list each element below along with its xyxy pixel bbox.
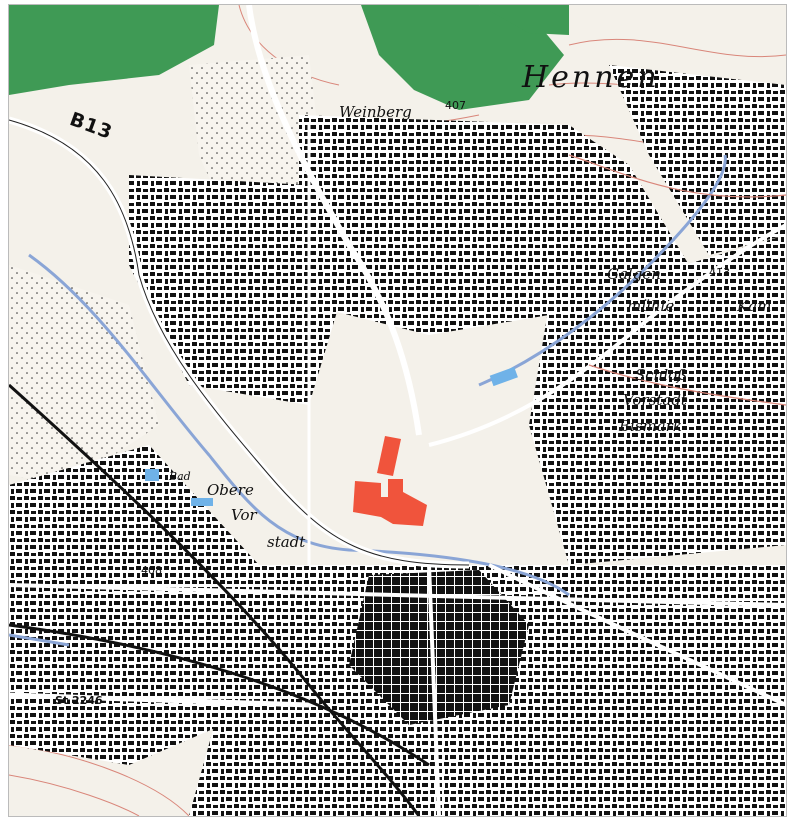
highlighted-site [353, 436, 427, 526]
urban-west [129, 175, 339, 405]
forest-northwest [9, 5, 219, 95]
pool-north [489, 366, 518, 387]
urban-east-north [609, 65, 786, 255]
pool-bad-2 [191, 498, 213, 506]
urban-east [529, 235, 786, 565]
topographic-map[interactable]: Hennen B13 Weinberg 407 Galgen 413 mühle… [8, 4, 787, 817]
forest-north-small [479, 5, 569, 35]
map-canvas [9, 5, 786, 816]
vineyard-area-west [9, 265, 159, 485]
urban-north [299, 115, 689, 335]
old-town-core [349, 570, 529, 725]
pool-bad-1 [145, 469, 159, 481]
forest-north [361, 5, 564, 110]
railway [9, 383, 430, 816]
roads [9, 5, 786, 816]
urban-southwest [9, 445, 269, 765]
river [9, 154, 727, 647]
